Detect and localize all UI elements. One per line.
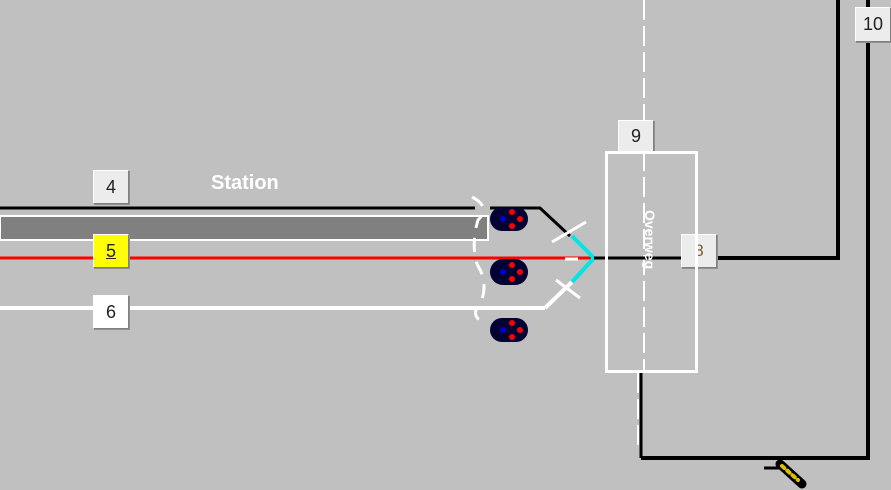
track-label-10[interactable]: 10 [855,7,891,42]
track-segment-10-lower[interactable] [641,0,870,460]
signal-track-6[interactable] [490,318,528,342]
track-segment-10-upper[interactable] [698,0,840,260]
station-title: Station [211,172,279,194]
switch-mark-lower [555,278,581,300]
track-label-4[interactable]: 4 [93,170,129,204]
track-label-5[interactable]: 5 [93,234,129,268]
signal-track-5[interactable] [490,259,528,285]
track-4-occupied-block[interactable] [0,215,489,241]
signal-track-4[interactable] [490,207,528,231]
level-crossing-label: Overweg [642,210,658,270]
track-label-8[interactable]: 8 [681,234,717,268]
station-boundary-arc [471,195,486,322]
shunting-signal-icon[interactable] [764,459,807,489]
track-label-6[interactable]: 6 [93,295,129,329]
track-label-9[interactable]: 9 [618,120,654,153]
level-crossing-box[interactable] [605,151,698,373]
track-6-diverging-leg[interactable] [543,280,574,310]
switch-mark-upper [551,220,587,244]
